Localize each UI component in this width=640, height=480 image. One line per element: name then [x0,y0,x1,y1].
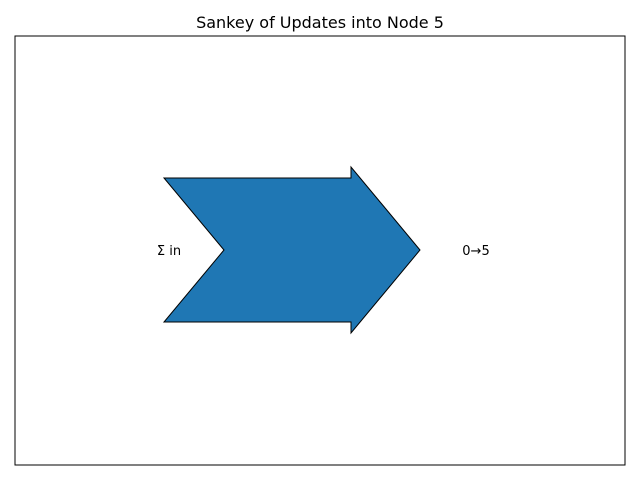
input-label: Σ in [157,244,181,259]
flow-arrow-0 [162,165,421,335]
flow-group [162,165,421,335]
chart-title: Sankey of Updates into Node 5 [196,13,444,32]
output-label: 0→5 [462,244,489,259]
